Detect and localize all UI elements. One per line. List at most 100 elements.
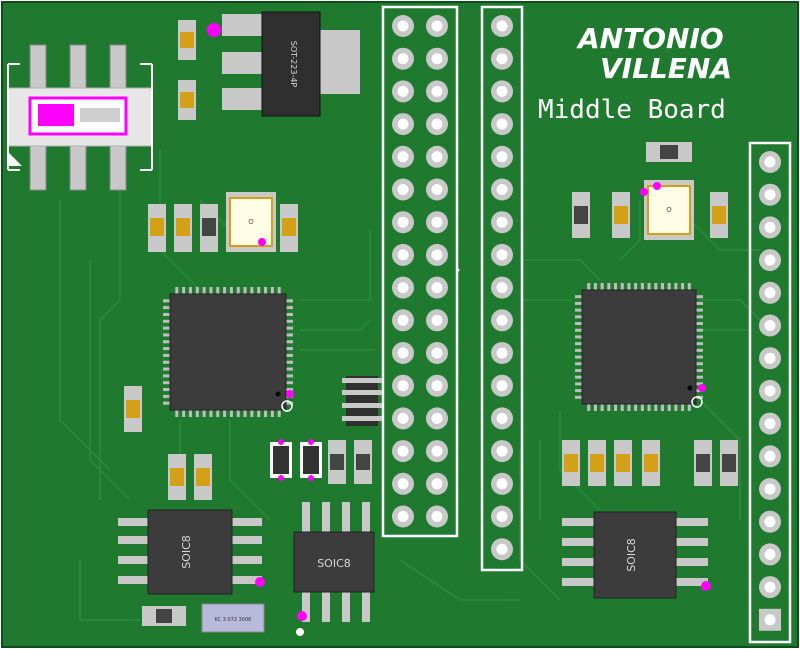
chip-pin — [575, 301, 582, 305]
chip-pin — [270, 410, 274, 417]
chip-pin — [600, 283, 604, 290]
chip-pin — [696, 295, 703, 299]
chip-pin — [163, 299, 170, 303]
chip-pin — [163, 306, 170, 310]
pin-hole — [764, 614, 776, 626]
microcontroller-left — [163, 287, 294, 417]
chip-pin — [575, 295, 582, 299]
chip-pin — [163, 333, 170, 337]
chip-pin — [286, 326, 293, 330]
chip-pin — [229, 410, 233, 417]
chip-pin — [236, 410, 240, 417]
chip-pin — [634, 283, 638, 290]
pin-hole — [397, 85, 409, 97]
chip-pin — [696, 315, 703, 319]
chip-pin — [575, 368, 582, 372]
chip-pin — [575, 322, 582, 326]
svg-text:O: O — [666, 206, 672, 214]
chip-pin — [286, 353, 293, 357]
chip-pin — [195, 287, 199, 294]
pin-hole — [496, 216, 508, 228]
pin-hole — [431, 282, 443, 294]
chip-pin — [163, 340, 170, 344]
chip-pin — [687, 283, 691, 290]
chip-pin — [286, 360, 293, 364]
single-row-header-b — [748, 141, 792, 644]
chip-pin — [250, 287, 254, 294]
chip-pin — [286, 388, 293, 392]
chip-pin — [264, 287, 268, 294]
chip-pin — [195, 410, 199, 417]
pin-hole — [496, 511, 508, 522]
pin-hole — [764, 287, 776, 299]
chip-pin — [696, 355, 703, 359]
chip-pin — [696, 368, 703, 372]
pin-hole — [764, 385, 776, 397]
pin-hole — [397, 216, 409, 228]
resistor-network — [342, 376, 382, 426]
pin-hole — [496, 151, 508, 163]
pin-hole — [431, 347, 443, 359]
pin-hole — [496, 543, 508, 555]
copper-traces — [59, 150, 761, 621]
pin-hole — [496, 249, 508, 261]
chip-pin — [286, 333, 293, 337]
chip-pin — [647, 404, 651, 411]
crystal-left: O — [226, 192, 276, 252]
chip-pin — [654, 404, 658, 411]
pin-hole — [764, 156, 776, 168]
pin-hole — [397, 412, 409, 424]
single-row-header-a — [480, 5, 524, 572]
pin-hole — [764, 483, 776, 495]
chip-pin — [607, 404, 611, 411]
pin-hole — [496, 347, 508, 359]
chip-pin — [163, 388, 170, 392]
chip-pin — [607, 283, 611, 290]
chip-pin — [163, 401, 170, 405]
pin-hole — [431, 118, 443, 130]
pin-hole — [764, 450, 776, 462]
pin-hole — [764, 418, 776, 430]
chip-pin — [243, 287, 247, 294]
pin-hole — [431, 445, 443, 457]
chip-pin — [575, 389, 582, 393]
chip-pin — [696, 382, 703, 386]
chip-pin — [163, 326, 170, 330]
chip-pin — [209, 287, 213, 294]
pin-hole — [431, 53, 443, 65]
pin-hole — [496, 118, 508, 130]
pin-hole — [397, 53, 409, 65]
chip-pin — [620, 283, 624, 290]
voltage-regulator: SOT-223-4P — [222, 11, 360, 117]
microcontroller-right — [575, 283, 706, 411]
chip-pin — [202, 287, 206, 294]
pin-hole — [397, 445, 409, 457]
pin-hole — [496, 184, 508, 195]
chip-pin — [587, 283, 591, 290]
dual-row-header — [381, 5, 459, 538]
chip-pin — [575, 375, 582, 379]
chip-pin — [660, 404, 664, 411]
brand-logo: ANTONIO VILLENA — [576, 22, 732, 85]
capacitor-group-top — [178, 20, 221, 120]
pin-hole — [431, 20, 443, 32]
chip-pin — [593, 283, 597, 290]
pin-hole — [764, 352, 776, 364]
pin-hole — [431, 314, 443, 326]
chip-pin — [575, 395, 582, 399]
chip-pin — [216, 410, 220, 417]
chip-pin — [163, 367, 170, 371]
passives-right — [572, 192, 728, 238]
pin-hole — [496, 53, 508, 65]
chip-pin — [163, 374, 170, 378]
passives-left-lower — [124, 386, 212, 500]
chip-pin — [286, 401, 293, 405]
chip-pin — [575, 315, 582, 319]
soic-right-label: SOIC8 — [625, 538, 638, 572]
chip-pin — [696, 348, 703, 352]
chip-pin — [614, 404, 618, 411]
chip-pin — [286, 319, 293, 323]
pin-hole — [431, 151, 443, 163]
chip-pin — [277, 287, 281, 294]
